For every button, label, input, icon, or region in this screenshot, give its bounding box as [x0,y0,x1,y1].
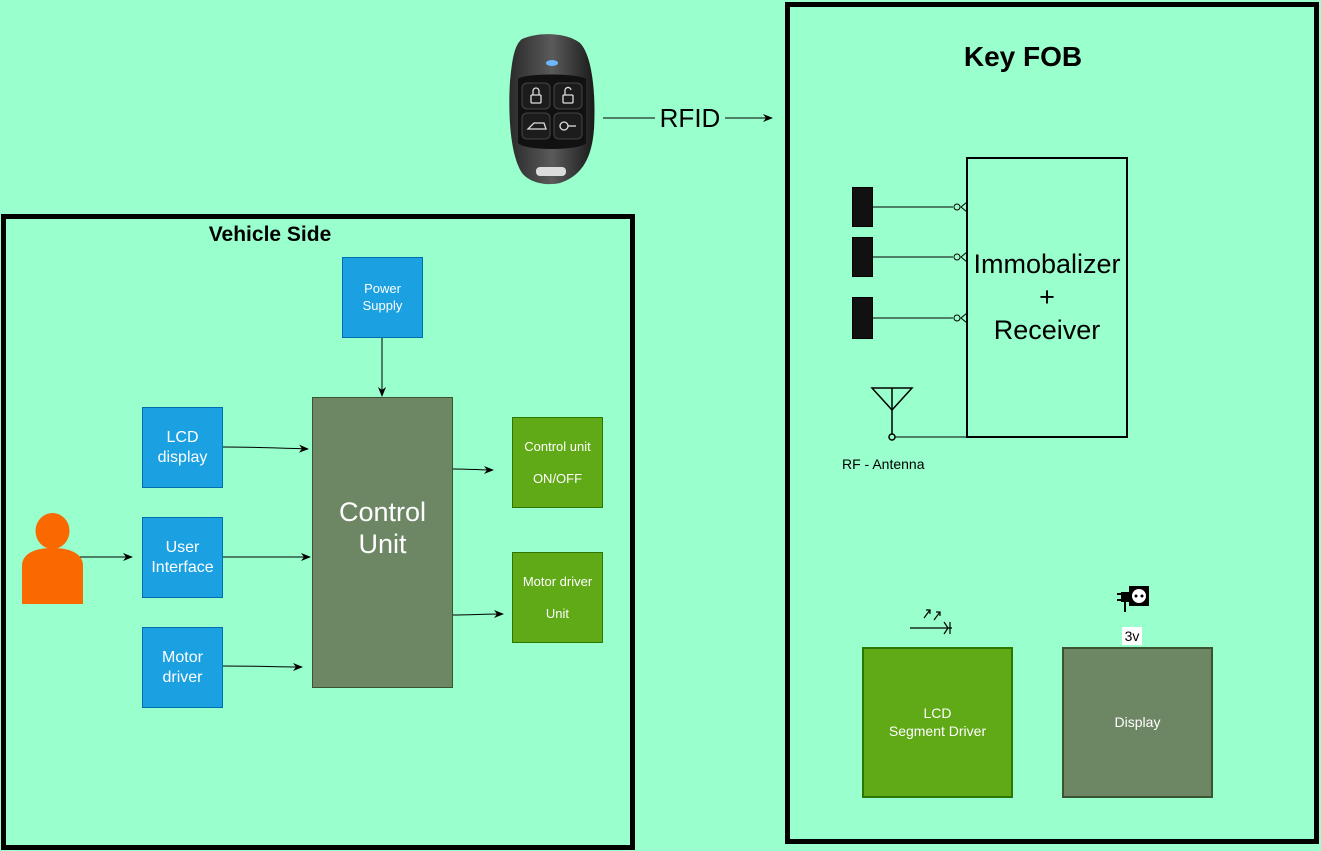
vehicle-side-title: Vehicle Side [180,222,360,248]
fob-button-1 [852,187,873,227]
key-fob-title: Key FOB [900,40,1146,74]
antenna-label: RF - Antenna [842,456,952,474]
display-block: Display [1062,647,1213,798]
rfid-label: RFID [655,103,725,133]
user-icon [22,512,83,604]
fob-button-2 [852,237,873,277]
power-supply-block: Power Supply [342,257,423,338]
lcd-segment-driver-block: LCD Segment Driver [862,647,1013,798]
led-icon [908,606,954,636]
control-onoff-block: Control unit ON/OFF [512,417,603,508]
control-unit-block: Control Unit [312,397,453,688]
key-fob-remote-image [500,33,600,185]
motor-driver-unit-block: Motor driver Unit [512,552,603,643]
motor-driver-block: Motor driver [142,627,223,708]
immobilizer-receiver-block: Immobalizer + Receiver [966,157,1128,438]
voltage-label: 3v [1122,627,1142,645]
power-plug-icon [1115,584,1153,614]
fob-button-3 [852,297,873,339]
lcd-display-block: LCD display [142,407,223,488]
user-interface-block: User Interface [142,517,223,598]
